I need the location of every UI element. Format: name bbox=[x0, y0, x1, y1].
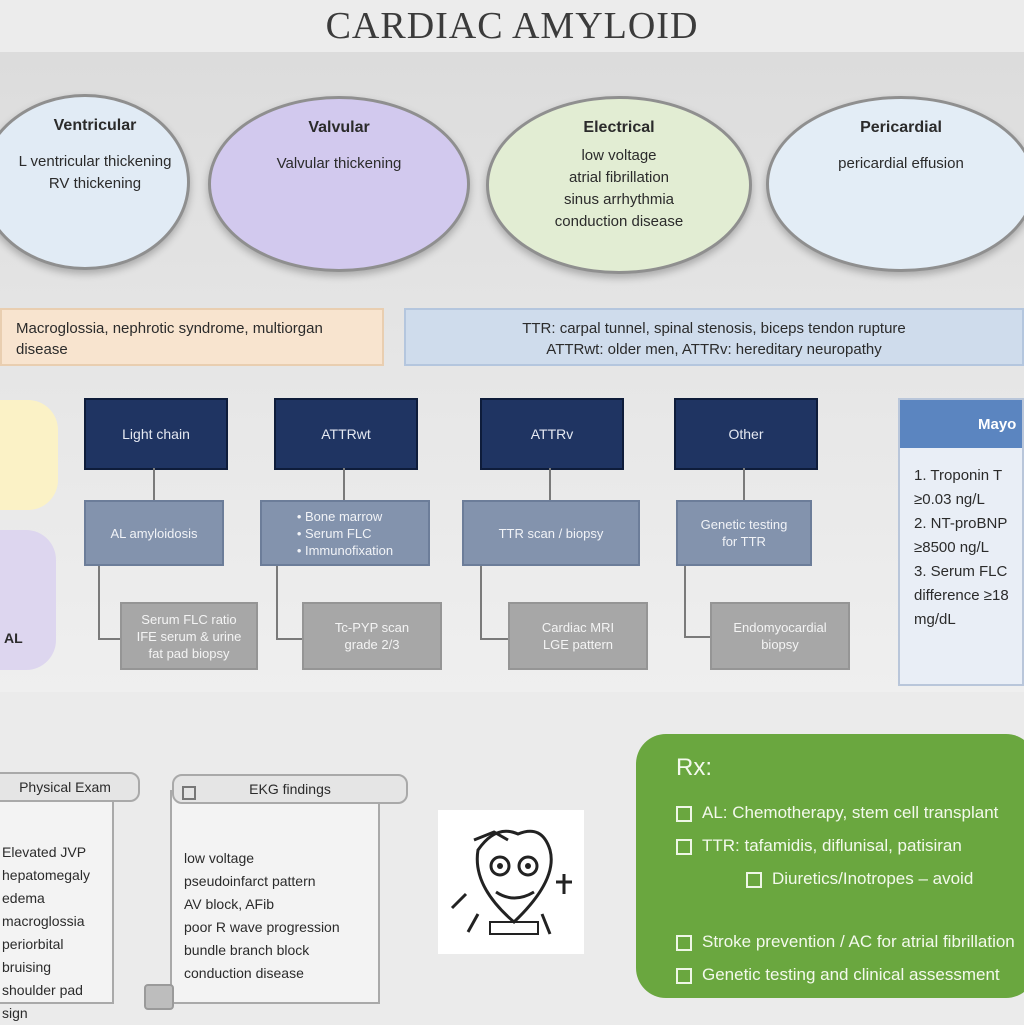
heart-cartoon-image bbox=[438, 810, 584, 954]
oval-ventricular-text: L ventricular thickening RV thickening bbox=[18, 153, 172, 192]
ekg-findings-tab: EKG findings bbox=[172, 774, 408, 804]
treatment-item: Stroke prevention / AC for atrial fibril… bbox=[676, 925, 1024, 958]
oval-valvular: Valvular Valvular thickening bbox=[208, 96, 470, 272]
checkbox-icon bbox=[676, 967, 692, 984]
type-box-other: Other bbox=[674, 398, 818, 470]
type-box-attrv: ATTRv bbox=[480, 398, 624, 470]
test-box-3: Cardiac MRI LGE pattern bbox=[508, 602, 648, 670]
checkbox-icon bbox=[182, 786, 196, 800]
oval-electrical: Electrical low voltage atrial fibrillati… bbox=[486, 96, 752, 274]
oval-pericardial-text: pericardial effusion bbox=[838, 155, 964, 172]
connector bbox=[684, 636, 710, 638]
type-box-light-chain: Light chain bbox=[84, 398, 228, 470]
physical-exam-note: Elevated JVP hepatomegaly edema macroglo… bbox=[0, 790, 114, 1021]
title-bar: CARDIAC AMYLOID bbox=[0, 0, 1024, 52]
treatment-item-text: Genetic testing and clinical assessment bbox=[702, 965, 1000, 984]
physical-exam-tab: Physical Exam bbox=[0, 772, 140, 802]
treatment-item-text: AL: Chemotherapy, stem cell transplant bbox=[702, 803, 999, 822]
oval-electrical-title: Electrical bbox=[583, 119, 655, 136]
oval-pericardial: Pericardial pericardial effusion bbox=[766, 96, 1024, 272]
checkbox-icon bbox=[676, 838, 692, 855]
treatment-item: TTR: tafamidis, diflunisal, patisiran bbox=[676, 829, 1024, 862]
staging-criteria-panel: Mayo 1. Troponin T ≥0.03 ng/L 2. NT-proB… bbox=[898, 398, 1024, 686]
physical-exam-text: Elevated JVP hepatomegaly edema macroglo… bbox=[2, 844, 90, 1021]
checkbox-icon bbox=[746, 871, 762, 888]
al-label: AL bbox=[4, 630, 23, 646]
staging-criteria-header: Mayo bbox=[900, 400, 1022, 448]
test-box-4: Endomyocardial biopsy bbox=[710, 602, 850, 670]
treatment-item: Genetic testing and clinical assessment bbox=[676, 958, 1024, 991]
connector bbox=[98, 566, 100, 640]
connector bbox=[684, 566, 686, 638]
al-block: AL bbox=[0, 530, 56, 670]
connector bbox=[480, 566, 482, 640]
heart-cartoon-icon bbox=[450, 829, 572, 935]
connector bbox=[549, 468, 551, 500]
workup-box-1: AL amyloidosis bbox=[84, 500, 224, 566]
treatment-panel: Rx: AL: Chemotherapy, stem cell transpla… bbox=[636, 734, 1024, 998]
oval-ventricular-title: Ventricular bbox=[53, 117, 137, 134]
connector bbox=[98, 638, 120, 640]
ttr-band: TTR: carpal tunnel, spinal stenosis, bic… bbox=[404, 308, 1024, 366]
oval-ventricular: Ventricular L ventricular thickening RV … bbox=[0, 94, 190, 270]
connector bbox=[743, 468, 745, 500]
ekg-findings-text: low voltage pseudoinfarct pattern AV blo… bbox=[184, 850, 340, 981]
connector bbox=[480, 638, 508, 640]
checkbox-icon bbox=[676, 934, 692, 951]
treatment-item-text: TTR: tafamidis, diflunisal, patisiran bbox=[702, 836, 962, 855]
workup-box-2: • Bone marrow • Serum FLC • Immunofixati… bbox=[260, 500, 430, 566]
connector bbox=[276, 638, 302, 640]
oval-valvular-title: Valvular bbox=[308, 119, 370, 136]
oval-electrical-text: low voltage atrial fibrillation sinus ar… bbox=[554, 147, 684, 230]
note-curl-icon bbox=[144, 984, 174, 1010]
type-box-attrwt: ATTRwt bbox=[274, 398, 418, 470]
yellow-block bbox=[0, 400, 58, 510]
workup-box-4: Genetic testing for TTR bbox=[676, 500, 812, 566]
test-box-2: Tc-PYP scan grade 2/3 bbox=[302, 602, 442, 670]
workup-box-3: TTR scan / biopsy bbox=[462, 500, 640, 566]
oval-valvular-text: Valvular thickening bbox=[276, 155, 402, 172]
treatment-title: Rx: bbox=[676, 754, 712, 781]
connector bbox=[343, 468, 345, 500]
oval-pericardial-title: Pericardial bbox=[860, 119, 942, 136]
treatment-item-text: Diuretics/Inotropes – avoid bbox=[772, 869, 974, 888]
treatment-item: AL: Chemotherapy, stem cell transplant bbox=[676, 796, 1024, 829]
treatment-item-text: Stroke prevention / AC for atrial fibril… bbox=[702, 932, 1015, 951]
connector bbox=[276, 566, 278, 640]
connector bbox=[153, 468, 155, 500]
checkbox-icon bbox=[676, 805, 692, 822]
test-box-1: Serum FLC ratio IFE serum & urine fat pa… bbox=[120, 602, 258, 670]
page-title: CARDIAC AMYLOID bbox=[325, 5, 699, 47]
ekg-findings-note: low voltage pseudoinfarct pattern AV blo… bbox=[170, 790, 380, 1004]
extracardiac-band: Macroglossia, nephrotic syndrome, multio… bbox=[0, 308, 384, 366]
staging-criteria-text: 1. Troponin T ≥0.03 ng/L 2. NT-proBNP ≥8… bbox=[914, 467, 1009, 628]
treatment-item: Diuretics/Inotropes – avoid bbox=[676, 862, 1024, 895]
